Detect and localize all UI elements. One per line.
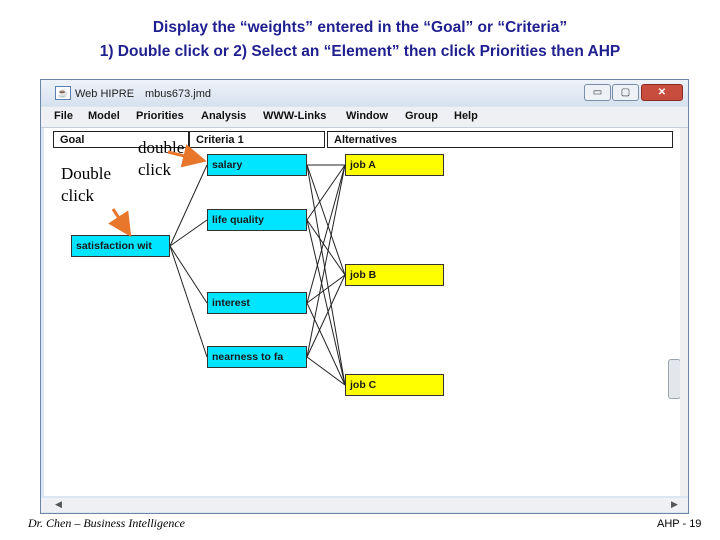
menu-group[interactable]: Group — [405, 110, 438, 122]
menu-file[interactable]: File — [54, 110, 73, 122]
footer-author: Dr. Chen – Business Intelligence — [28, 516, 185, 530]
slide-title-line-2: 1) Double click or 2) Select an “Element… — [99, 43, 621, 60]
menu-window[interactable]: Window — [346, 110, 389, 122]
slide-title-line-1: Display the “weights” entered in the “Go… — [152, 19, 568, 36]
criterion-node-interest[interactable]: interest — [207, 292, 307, 314]
scroll-left-icon[interactable]: ◀ — [55, 499, 62, 509]
close-button[interactable]: ✕ — [641, 84, 683, 101]
annotation-text-double: Double — [61, 164, 112, 183]
arrow-to-salary-node — [167, 144, 207, 168]
java-app-icon: ☕ — [55, 86, 71, 100]
model-canvas[interactable]: Goal Criteria 1 Alternatives satisfactio… — [44, 128, 681, 496]
criteria-column-header: Criteria 1 — [189, 131, 325, 148]
scroll-right-icon[interactable]: ▶ — [671, 499, 678, 509]
footer-page-number: AHP - 19 — [657, 518, 702, 530]
horizontal-scrollbar[interactable]: ◀ ▶ — [41, 498, 688, 512]
maximize-button[interactable]: ▢ — [612, 84, 639, 101]
menu-priorities[interactable]: Priorities — [136, 110, 184, 122]
vertical-scrollbar[interactable] — [680, 128, 688, 496]
alternative-node-job-a[interactable]: job A — [345, 154, 444, 176]
menu-help[interactable]: Help — [454, 110, 478, 122]
goal-node[interactable]: satisfaction wit — [71, 235, 170, 257]
menu-model[interactable]: Model — [88, 110, 120, 122]
annotation-text-click: click — [138, 160, 172, 179]
window-titlebar[interactable]: ☕ Web HIPRE mbus673.jmd ▭ ▢ ✕ — [41, 80, 688, 106]
menu-bar: File Model Priorities Analysis WWW-Links… — [41, 107, 688, 128]
menu-www-links[interactable]: WWW-Links — [263, 110, 327, 122]
app-window: ☕ Web HIPRE mbus673.jmd ▭ ▢ ✕ File Model… — [40, 79, 689, 514]
document-name: mbus673.jmd — [145, 88, 212, 100]
hierarchy-links — [169, 164, 346, 386]
alternatives-column-header: Alternatives — [327, 131, 673, 148]
annotation-text-click: click — [61, 186, 95, 205]
app-name: Web HIPRE — [75, 88, 135, 100]
criterion-node-life-quality[interactable]: life quality — [207, 209, 307, 231]
criterion-node-salary[interactable]: salary — [207, 154, 307, 176]
criterion-node-nearness[interactable]: nearness to fa — [207, 346, 307, 368]
arrow-to-goal-node — [108, 208, 132, 238]
annotation-double-click-goal: Double click — [61, 163, 111, 207]
alternative-node-job-b[interactable]: job B — [345, 264, 444, 286]
minimize-button[interactable]: ▭ — [584, 84, 611, 101]
menu-analysis[interactable]: Analysis — [201, 110, 247, 122]
goal-column-header: Goal — [53, 131, 189, 148]
alternative-node-job-c[interactable]: job C — [345, 374, 444, 396]
